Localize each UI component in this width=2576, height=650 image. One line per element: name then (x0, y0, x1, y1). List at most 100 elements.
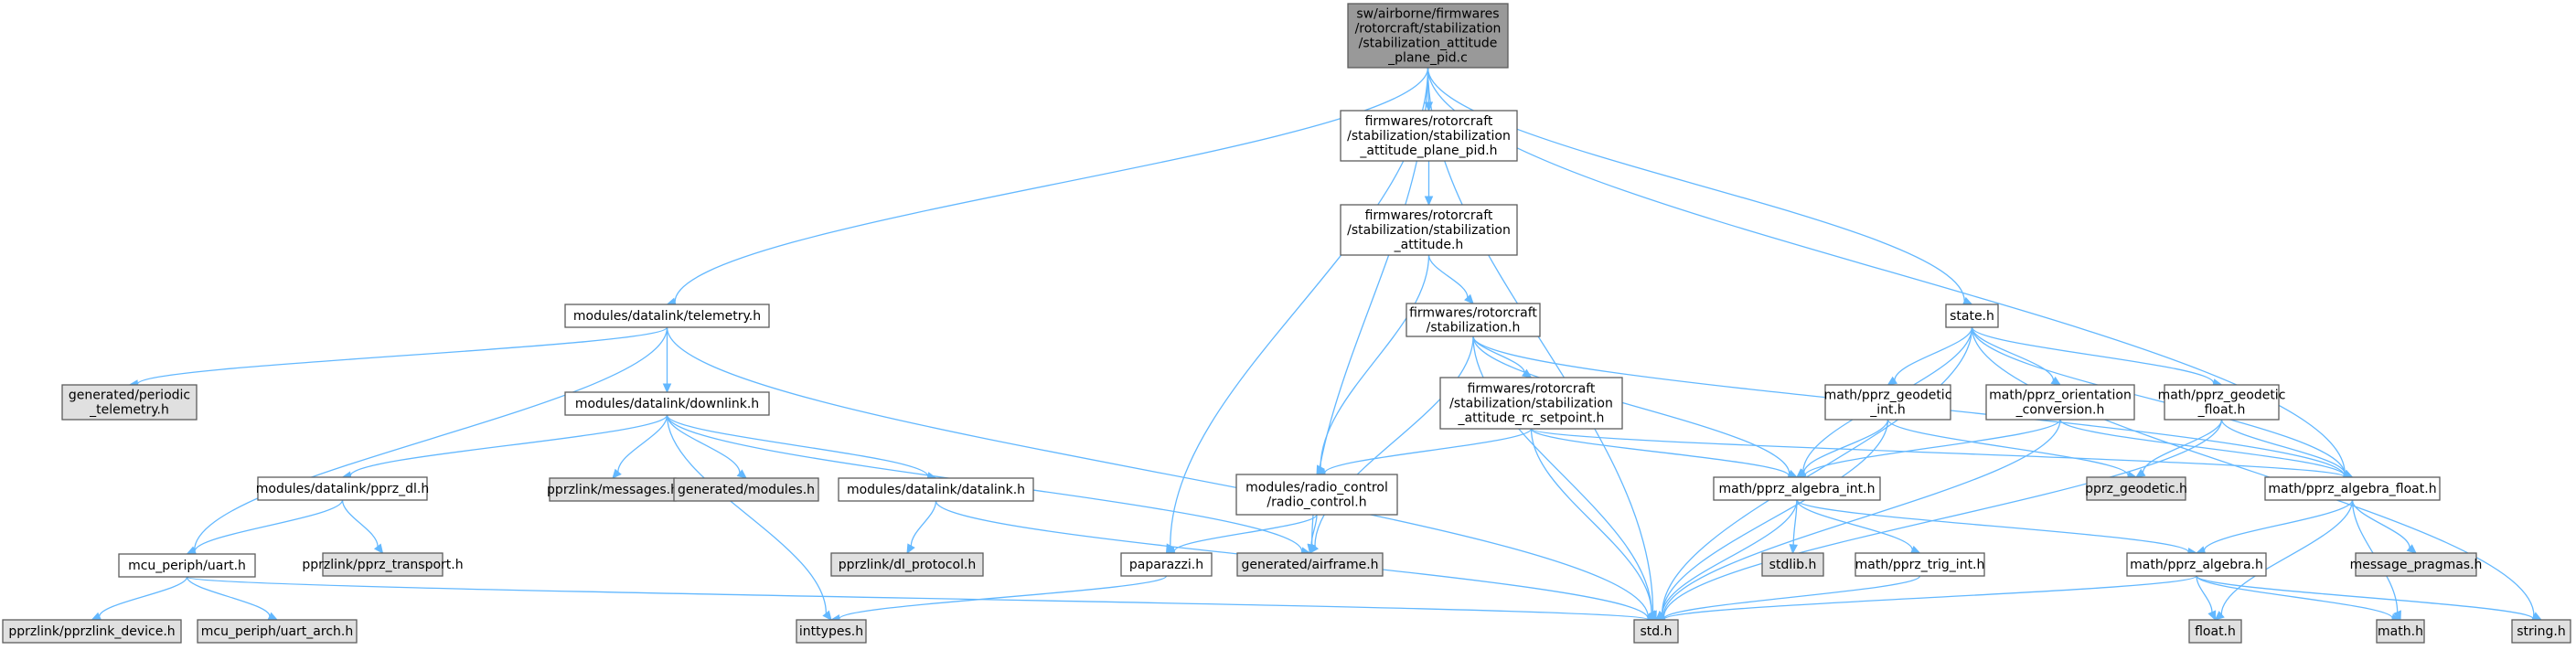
node-algebra-int-h[interactable]: math/pprz_algebra_int.h (1713, 476, 1881, 501)
edge-line (193, 326, 668, 551)
node-trig-int-h[interactable]: math/pprz_trig_int.h (1855, 552, 1985, 577)
edge-line (1310, 514, 1318, 546)
node-label-line: pprzlink/dl_protocol.h (839, 558, 977, 572)
edge-downlink_h-to-modules_h (666, 414, 747, 479)
edge-algebra_h-to-string_h (2196, 575, 2543, 623)
node-box (2164, 384, 2280, 421)
edge-line (1663, 575, 1921, 620)
edge-telemetry_h-to-downlink_h (662, 326, 672, 394)
edge-line (1971, 326, 2055, 381)
node-label-line: float.h (2195, 624, 2236, 639)
node-datalink-h[interactable]: modules/datalink/datalink.h (838, 477, 1034, 502)
node-rc-setpoint-h[interactable]: firmwares/rotorcraft/stabilization/stabi… (1439, 377, 1623, 430)
edge-line (1663, 575, 2197, 620)
edge-algebra_h-to-std_h (1654, 575, 2197, 623)
edge-line (839, 575, 1168, 620)
node-label-line: modules/datalink/telemetry.h (573, 309, 761, 324)
node-downlink-h[interactable]: modules/datalink/downlink.h (564, 391, 770, 416)
node-radio-control-h[interactable]: modules/radio_control/radio_control.h (1235, 474, 1398, 516)
edge-line (1802, 419, 1889, 474)
edge-arrowhead (2406, 544, 2417, 554)
edge-line (2220, 499, 2354, 615)
node-box (322, 552, 444, 577)
node-box (2355, 552, 2477, 577)
edge-line (1804, 419, 2061, 476)
edge-line (2059, 419, 2346, 476)
node-layer: sw/airborne/firmwares/rotorcraft/stabili… (2, 3, 2571, 644)
node-stabilization-h[interactable]: firmwares/rotorcraft/stabilization.h (1406, 303, 1541, 337)
edge-telemetry_h-to-periodic_telemetry_h (128, 326, 668, 389)
edge-arrowhead (1887, 376, 1898, 386)
node-label-line: pprz_geodetic.h (2085, 482, 2187, 496)
edge-line (1662, 419, 2061, 617)
edge-line (617, 414, 668, 473)
node-telemetry-h[interactable]: modules/datalink/telemetry.h (564, 304, 770, 328)
edge-line (1173, 514, 1318, 552)
node-box (1340, 204, 1518, 256)
node-algebra-float-h[interactable]: math/pprz_algebra_float.h (2264, 476, 2441, 501)
node-box (1824, 384, 1951, 421)
node-label-line: /stabilization/stabilization (1347, 223, 1511, 238)
edge-line (1530, 428, 2346, 478)
edge-line (666, 326, 1650, 618)
node-pprz-dl-h[interactable]: modules/datalink/pprz_dl.h (256, 476, 429, 501)
edge-arrowhead (736, 469, 747, 479)
node-label-line: /stabilization/stabilization (1347, 129, 1511, 144)
edge-algebra_int_h-to-trig_int_h (1796, 499, 1921, 554)
edge-uart_h-to-std_h (186, 576, 1658, 624)
node-box (1236, 552, 1384, 577)
node-label-line: pprzlink/messages.h (547, 483, 679, 497)
node-uart-h[interactable]: mcu_periph/uart.h (118, 553, 256, 578)
node-root[interactable]: sw/airborne/firmwares/rotorcraft/stabili… (1347, 3, 1509, 69)
node-geodetic-int-h[interactable]: math/pprz_geodetic_int.h (1824, 384, 1952, 421)
node-pprz-geodetic-h: pprz_geodetic.h (2085, 476, 2187, 501)
node-box (2376, 619, 2425, 644)
node-algebra-h[interactable]: math/pprz_algebra.h (2126, 552, 2267, 577)
edge-line (194, 499, 344, 552)
node-state-h[interactable]: state.h (1945, 304, 1999, 328)
node-label-line: _attitude_plane_pid.h (1359, 144, 1497, 158)
edge-telemetry_h-to-uart_h (186, 326, 668, 555)
edge-radio_control_h-to-airframe_h (1307, 514, 1318, 555)
edge-line (1894, 326, 1973, 381)
edge-line (1472, 336, 1652, 613)
node-pprz-transport-h: pprzlink/pprz_transport.h (302, 552, 464, 577)
node-label-line: modules/datalink/pprz_dl.h (256, 482, 429, 496)
node-box (2264, 476, 2441, 501)
edge-algebra_float_h-to-message_pragmas_h (2351, 499, 2417, 554)
node-label-line: _attitude.h (1394, 238, 1464, 252)
node-box (2511, 619, 2571, 644)
node-plane-pid-h[interactable]: firmwares/rotorcraft/stabilization/stabi… (1340, 110, 1518, 162)
node-paparazzi-h[interactable]: paparazzi.h (1120, 552, 1213, 577)
edge-line (1662, 419, 2223, 618)
edge-line (666, 414, 929, 477)
node-stab-att-h[interactable]: firmwares/rotorcraft/stabilization/stabi… (1340, 204, 1518, 256)
edge-layer (91, 67, 2543, 624)
edge-line (2196, 575, 2534, 620)
node-box (257, 476, 428, 501)
edge-arrowhead (612, 468, 622, 479)
edge-line (341, 499, 379, 547)
edge-telemetry_h-to-std_h (666, 326, 1658, 622)
edge-line (1472, 336, 1525, 373)
edge-line (674, 67, 1429, 303)
node-label-line: _attitude_rc_setpoint.h (1458, 411, 1605, 426)
node-box (2188, 619, 2242, 644)
node-label-line: math/pprz_geodetic (2158, 389, 2286, 403)
edge-line (1530, 428, 1652, 613)
node-modules-h: generated/modules.h (673, 477, 819, 502)
edge-root-to-telemetry_h (666, 67, 1429, 306)
edge-arrowhead (1789, 544, 1798, 555)
edge-algebra_float_h-to-algebra_h (2195, 499, 2354, 555)
node-box (1985, 384, 2135, 421)
node-orientation-conv-h[interactable]: math/pprz_orientation_conversion.h (1985, 384, 2135, 421)
edge-pprz_dl_h-to-uart_h (186, 499, 344, 556)
edge-uart_h-to-pprzlink_device_h (91, 576, 188, 621)
node-box (1713, 476, 1881, 501)
node-label-line: modules/datalink/downlink.h (575, 397, 759, 411)
edge-arrowhead (2214, 611, 2225, 621)
node-box (838, 477, 1034, 502)
node-geodetic-float-h[interactable]: math/pprz_geodetic_float.h (2158, 384, 2286, 421)
edge-arrowhead (2207, 610, 2217, 622)
